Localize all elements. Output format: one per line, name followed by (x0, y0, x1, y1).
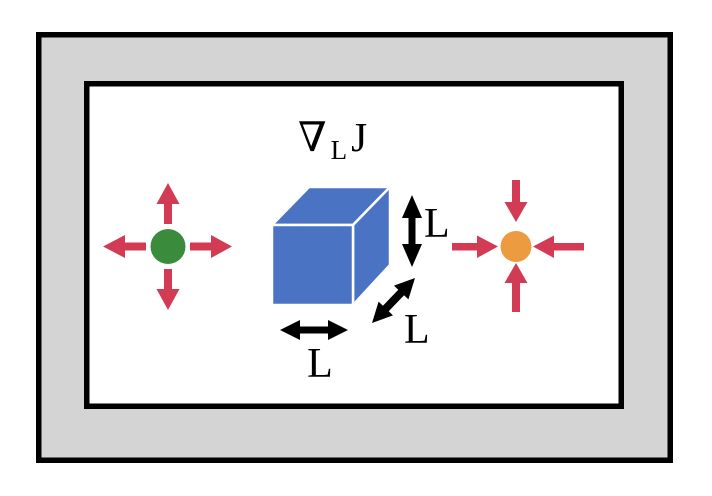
compress-node-group (452, 180, 584, 312)
width-label: L (307, 341, 333, 387)
dimension-arrows: L L L (280, 195, 450, 387)
expand-node-group (103, 183, 232, 310)
compress-node-circle (500, 231, 532, 262)
gradient-formula: ∇ L J (298, 114, 367, 165)
compress-arrow-from-right-icon (533, 235, 584, 258)
formula-subscript: L (331, 135, 348, 165)
expand-arrow-down-icon (156, 269, 180, 310)
expand-arrow-left-icon (103, 235, 146, 258)
height-double-arrow-icon (402, 195, 422, 267)
cube (270, 185, 392, 307)
expand-node-circle (150, 229, 186, 264)
compress-arrow-from-left-icon (452, 235, 498, 258)
cube-front-face (270, 223, 355, 307)
compress-arrow-from-top-icon (504, 180, 528, 222)
width-double-arrow-icon (280, 320, 348, 340)
height-label: L (424, 201, 450, 247)
depth-label: L (404, 307, 430, 353)
formula-variable: J (351, 114, 367, 160)
depth-double-arrow-icon (372, 278, 415, 323)
nabla-symbol: ∇ (298, 114, 327, 160)
expand-arrow-up-icon (156, 183, 180, 224)
expand-arrow-right-icon (190, 235, 232, 258)
compress-arrow-from-bottom-icon (504, 263, 528, 312)
